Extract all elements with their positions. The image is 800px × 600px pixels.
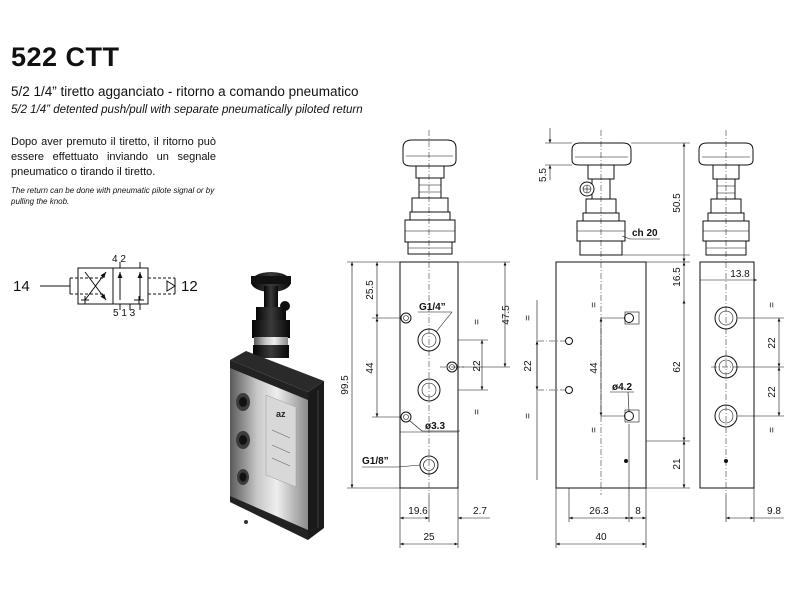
equal-mark: = — [472, 319, 483, 325]
dim-40: 40 — [595, 532, 607, 543]
dim-99-5: 99.5 — [340, 375, 351, 395]
label-g18: G1/8” — [362, 456, 389, 467]
dim-16-5: 16.5 — [672, 267, 683, 287]
symbol-port-14: 14 — [13, 278, 30, 295]
dim-47-5: 47.5 — [501, 305, 512, 325]
label-hole-3-3: ø3.3 — [425, 421, 445, 432]
equal-mark: = — [767, 302, 778, 308]
dim-25: 25 — [423, 532, 435, 543]
dim-22: 22 — [472, 360, 483, 372]
equal-mark: = — [589, 427, 600, 433]
label-g14: G1/4” — [419, 302, 446, 313]
front-view: 99.5 25.5 44 47.5 22 = = G1/4” ø3.3 G1/8… — [340, 130, 512, 548]
symbol-port-12: 12 — [181, 278, 198, 295]
equal-mark: = — [589, 302, 600, 308]
description-english: The return can be done with pneumatic pi… — [11, 186, 215, 206]
dim-25-5: 25.5 — [365, 280, 376, 300]
label-ch-20: ch 20 — [632, 228, 658, 239]
product-logo: az — [276, 409, 286, 419]
equal-mark: = — [523, 315, 534, 321]
product-photo: az — [230, 272, 324, 540]
end-view: 13.8 22 22 = = 9.8 — [698, 130, 784, 522]
side-view: 22 = = 44 = = ø4.2 ch 20 50.5 16.5 62 21 — [523, 128, 690, 548]
symbol-ports-top: 4 2 — [112, 254, 126, 265]
equal-mark: = — [523, 413, 534, 419]
dim-21: 21 — [672, 458, 683, 470]
dim-22-lower: 22 — [767, 386, 778, 398]
equal-mark: = — [767, 427, 778, 433]
dim-26-3: 26.3 — [589, 506, 609, 517]
label-hole-4-2: ø4.2 — [612, 382, 632, 393]
dim-9-8: 9.8 — [767, 506, 781, 517]
subtitle-english: 5/2 1/4” detented push/pull with separat… — [11, 104, 363, 116]
subtitle-italian: 5/2 1/4” tiretto agganciato - ritorno a … — [11, 84, 359, 99]
description-italian: Dopo aver premuto il tiretto, il ritorno… — [11, 136, 216, 178]
dim-62: 62 — [672, 361, 683, 373]
symbol-ports-bottom: 5 1 3 — [113, 308, 136, 319]
dim-44-side: 44 — [589, 362, 600, 374]
dim-22-side: 22 — [523, 360, 534, 372]
dim-22-upper: 22 — [767, 337, 778, 349]
dim-19-6: 19.6 — [408, 506, 428, 517]
product-title: 522 CTT — [11, 42, 120, 72]
valve-symbol: 14 12 4 2 5 1 3 — [13, 254, 198, 319]
dim-50-5: 50.5 — [672, 193, 683, 213]
dim-44: 44 — [365, 362, 376, 374]
dim-2-7: 2.7 — [473, 506, 487, 517]
equal-mark: = — [472, 409, 483, 415]
dim-8: 8 — [635, 506, 641, 517]
dim-13-8: 13.8 — [730, 269, 750, 280]
dim-5-5: 5.5 — [538, 168, 549, 182]
